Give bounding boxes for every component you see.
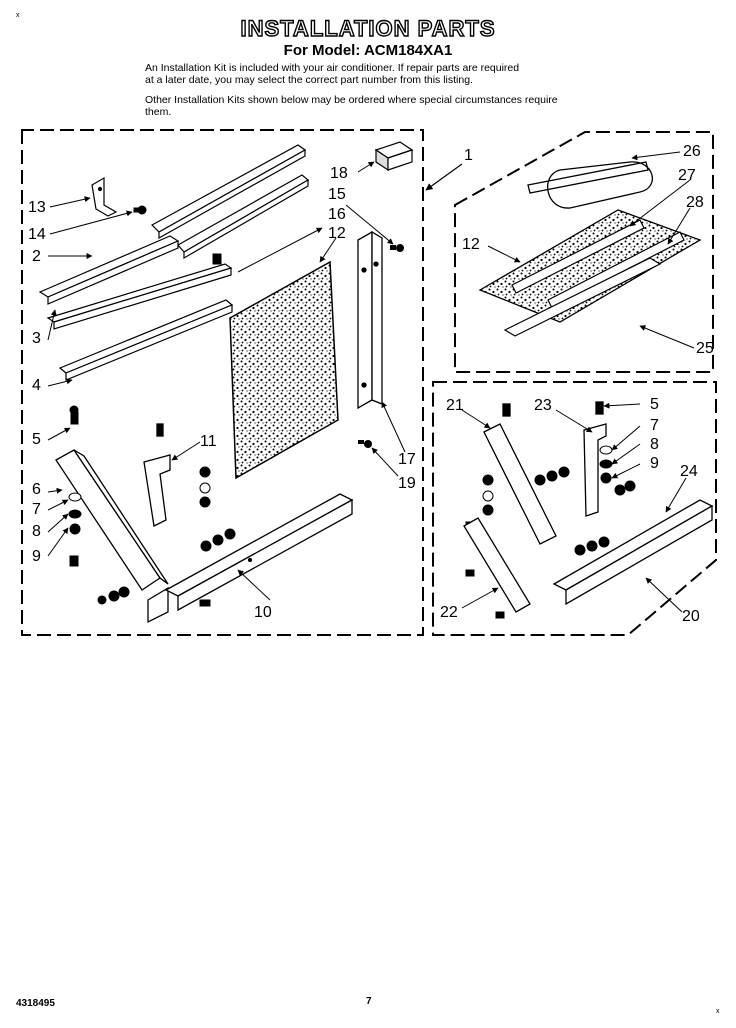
callout-8-left: 8 (32, 523, 41, 540)
part-13-bracket (91, 176, 118, 217)
page-title: INSTALLATION PARTS (240, 15, 496, 41)
intro-line-2: at a later date, you may select the corr… (145, 74, 473, 86)
callout-4: 4 (32, 377, 41, 394)
callout-27: 27 (678, 167, 696, 184)
callout-26: 26 (683, 143, 701, 160)
intro-line-4: them. (145, 106, 172, 118)
callout-20: 20 (682, 608, 700, 625)
callout-11: 11 (200, 433, 217, 450)
callout-1: 1 (464, 147, 473, 164)
callout-7-right: 7 (650, 417, 659, 434)
callout-23: 23 (534, 397, 552, 414)
callout-12-upper: 12 (462, 236, 480, 253)
kit-outline-lower-right (432, 381, 717, 636)
part-14-screw (133, 205, 147, 215)
callout-3: 3 (32, 330, 41, 347)
callout-19: 19 (398, 475, 416, 492)
corner-mark-bottom-right: x (716, 1008, 720, 1015)
left-support-leg (55, 449, 169, 624)
part-15-screw (390, 244, 404, 252)
kit-outline-upper-right (454, 131, 714, 373)
callout-13: 13 (28, 199, 46, 216)
part-12-foam-pad (478, 209, 702, 323)
part-12-foam-panel (229, 260, 339, 480)
part-26-strips (527, 161, 653, 209)
callout-28: 28 (686, 194, 704, 211)
part-21-arm (483, 403, 557, 545)
part-11-bracket (143, 423, 171, 527)
callout-18: 18 (330, 165, 348, 182)
intro-line-3: Other Installation Kits shown below may … (145, 94, 558, 106)
callout-21: 21 (446, 397, 464, 414)
callout-17: 17 (398, 451, 416, 468)
part-18-block (374, 141, 414, 172)
page-number: 7 (366, 996, 372, 1007)
callout-8-right: 8 (650, 436, 659, 453)
callout-7-left: 7 (32, 501, 41, 518)
part-23-clip (583, 401, 607, 517)
callout-14: 14 (28, 226, 46, 243)
callout-5-left: 5 (32, 431, 41, 448)
hardware-stack-mid (199, 466, 236, 552)
callout-10: 10 (254, 604, 272, 621)
part-27-foam-rails (503, 219, 685, 337)
kit-outline-main (21, 129, 424, 636)
part-10-sill-rail (164, 493, 354, 612)
part-19-screw (358, 440, 372, 448)
callout-15: 15 (328, 186, 346, 203)
corner-mark-top-left: x (16, 12, 20, 19)
callout-25: 25 (696, 340, 714, 357)
callout-6: 6 (32, 481, 41, 498)
callout-9-right: 9 (650, 455, 659, 472)
part-17-channel (357, 230, 383, 410)
small-screw (212, 253, 222, 265)
callout-16: 16 (328, 206, 346, 223)
top-rail (151, 144, 310, 260)
callout-5-right: 5 (650, 396, 659, 413)
callout-9-left: 9 (32, 548, 41, 565)
part-24-sill (552, 499, 714, 606)
intro-line-1: An Installation Kit is included with you… (145, 62, 520, 74)
callout-12-main: 12 (328, 225, 346, 242)
part-22-leg (463, 517, 531, 613)
document-number: 4318495 (16, 998, 55, 1009)
callout-24: 24 (680, 463, 698, 480)
hardware-stack-left (68, 405, 211, 607)
part-2-rail (38, 235, 234, 381)
callout-22: 22 (440, 604, 458, 621)
callout-2: 2 (32, 248, 41, 265)
model-subtitle: For Model: ACM184XA1 (283, 42, 453, 59)
hardware-stack-right (465, 445, 636, 619)
